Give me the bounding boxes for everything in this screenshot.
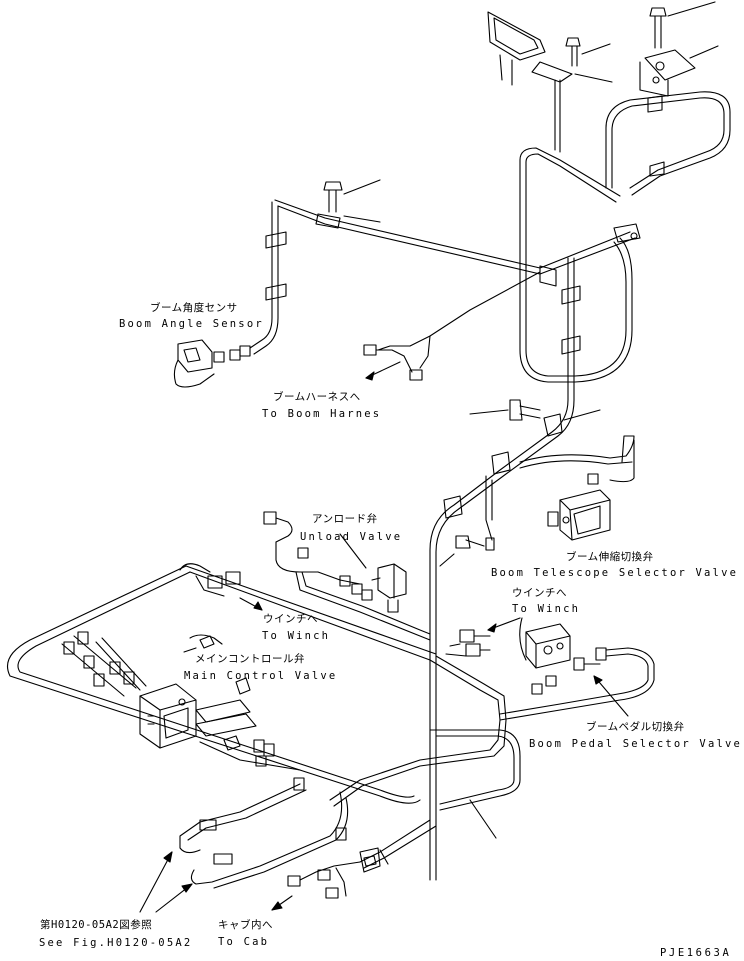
top-bracket-right [639, 45, 719, 97]
leader-lines [139, 361, 629, 913]
top-bracket-left [487, 11, 573, 86]
main-control-valve-jp: メインコントロール弁 [195, 653, 305, 665]
center-harness [429, 399, 635, 881]
see-fig-en: See Fig.H0120-05A2 [39, 937, 193, 949]
boom-telescope-valve-en: Boom Telescope Selector Valve [491, 567, 739, 579]
boom-harness-jp: ブームハーネスへ [273, 391, 361, 403]
lower-sub-harness [179, 777, 349, 889]
boom-harness-connectors [363, 344, 423, 381]
bolt-top-2 [649, 1, 716, 49]
see-fig-jp: 第H0120-05A2図参照 [40, 919, 153, 931]
unload-valve-en: Unload Valve [300, 531, 403, 543]
unload-valve-harness [263, 511, 431, 641]
leader-top-bracket [574, 73, 613, 83]
boom-angle-sensor [173, 339, 251, 388]
bolt-center [469, 399, 601, 421]
boom-pedal-valve-en: Boom Pedal Selector Valve [529, 738, 743, 750]
boom-telescope-valve [547, 489, 611, 541]
to-cab-jp: キャブ内へ [218, 919, 273, 931]
boom-telescope-valve-jp: ブーム伸縮切換弁 [566, 551, 654, 563]
main-control-valve [61, 631, 301, 771]
boom-angle-sensor-jp: ブーム角度センサ [150, 302, 238, 314]
upper-harness [249, 79, 731, 401]
cab-grommet [287, 819, 437, 899]
to-winch-left-jp: ウインチへ [263, 613, 318, 625]
unload-valve-jp: アンロード弁 [312, 513, 378, 525]
right-winch-connectors [445, 629, 491, 657]
to-cab-en: To Cab [218, 936, 270, 948]
boom-pedal-valve-jp: ブームペダル切換弁 [586, 721, 685, 733]
to-winch-right-jp: ウインチへ [512, 587, 567, 599]
to-winch-right-en: To Winch [512, 603, 581, 615]
bolt-upper-left [323, 179, 381, 223]
lower-loop-harness [6, 565, 521, 811]
to-winch-left-en: To Winch [262, 630, 331, 642]
bolt-center-left [439, 535, 485, 567]
main-control-valve-en: Main Control Valve [184, 670, 338, 682]
drawing-code: PJE1663A [660, 947, 732, 959]
boom-harness-en: To Boom Harnes [262, 408, 382, 420]
boom-angle-sensor-en: Boom Angle Sensor [119, 318, 264, 330]
bolt-top-1 [565, 37, 611, 67]
boom-pedal-valve [499, 617, 655, 721]
